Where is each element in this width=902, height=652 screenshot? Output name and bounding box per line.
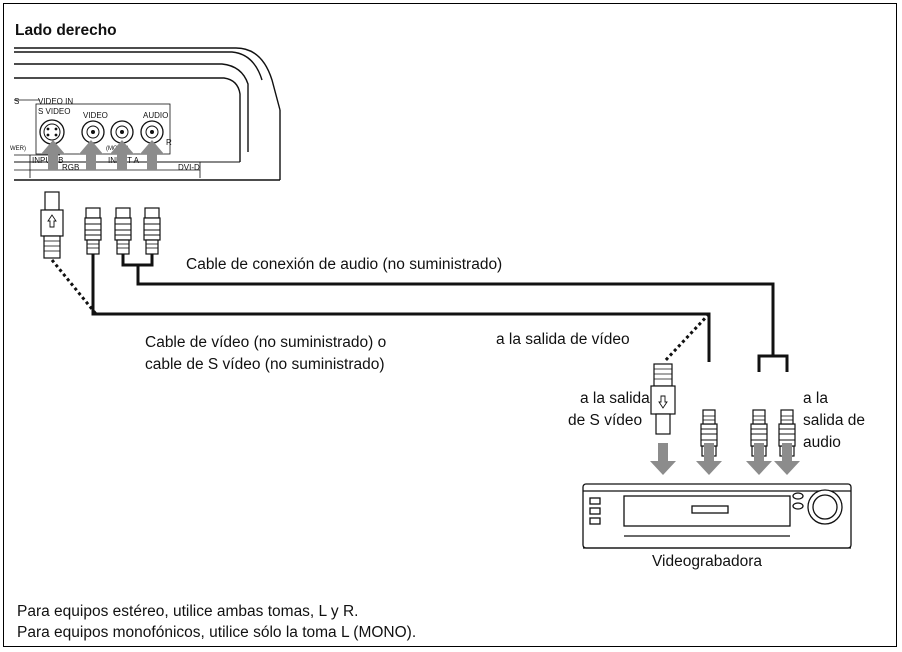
panel-label-audio: AUDIO — [143, 111, 168, 120]
panel-label-dvi-d: DVI-D — [178, 163, 200, 172]
note-mono: Para equipos monofónicos, utilice sólo l… — [17, 624, 417, 641]
audio-cable-label: Cable de conexión de audio (no suministr… — [186, 256, 503, 273]
panel-label-s: S — [14, 97, 19, 106]
s-video-plug-projector — [40, 191, 64, 259]
panel-label-r: R — [166, 138, 172, 147]
to-audio-label-line1: a la — [803, 390, 828, 407]
rca-plugs-vcr — [700, 409, 796, 457]
video-cable-label-line2: cable de S vídeo (no suministrado) — [145, 356, 385, 373]
vcr-label: Videograbadora — [652, 553, 763, 570]
rca-plugs-projector — [84, 207, 161, 255]
s-video-plug-vcr — [650, 363, 676, 435]
to-audio-label-line3: audio — [803, 434, 841, 451]
panel-label-rgb: RGB — [62, 163, 79, 172]
s-video-cable — [50, 259, 711, 364]
vcr-device — [582, 483, 852, 549]
panel-label-s-video: S VIDEO — [38, 107, 70, 116]
to-video-out-label: a la salida de vídeo — [496, 331, 630, 348]
panel-label-wer: WER) — [10, 146, 26, 152]
connector-panel: S VIDEO IN S VIDEO VIDEO AUDIO R (MONO) … — [10, 97, 240, 178]
panel-label-video: VIDEO — [83, 111, 108, 120]
to-svideo-label-line1: a la salida — [580, 390, 650, 407]
video-cable-label-line1: Cable de vídeo (no suministrado) o — [145, 334, 387, 351]
cables — [91, 254, 789, 372]
projector-body — [14, 47, 281, 181]
page-title: Lado derecho — [15, 22, 117, 39]
to-audio-label-line2: salida de — [803, 412, 866, 429]
panel-label-video-in: VIDEO IN — [38, 97, 73, 106]
insert-arrows-vcr — [650, 443, 800, 475]
to-svideo-label-line2: de S vídeo — [568, 412, 643, 429]
panel-label-input-b: INPUT B — [32, 156, 63, 165]
note-stereo: Para equipos estéreo, utilice ambas toma… — [17, 603, 359, 620]
